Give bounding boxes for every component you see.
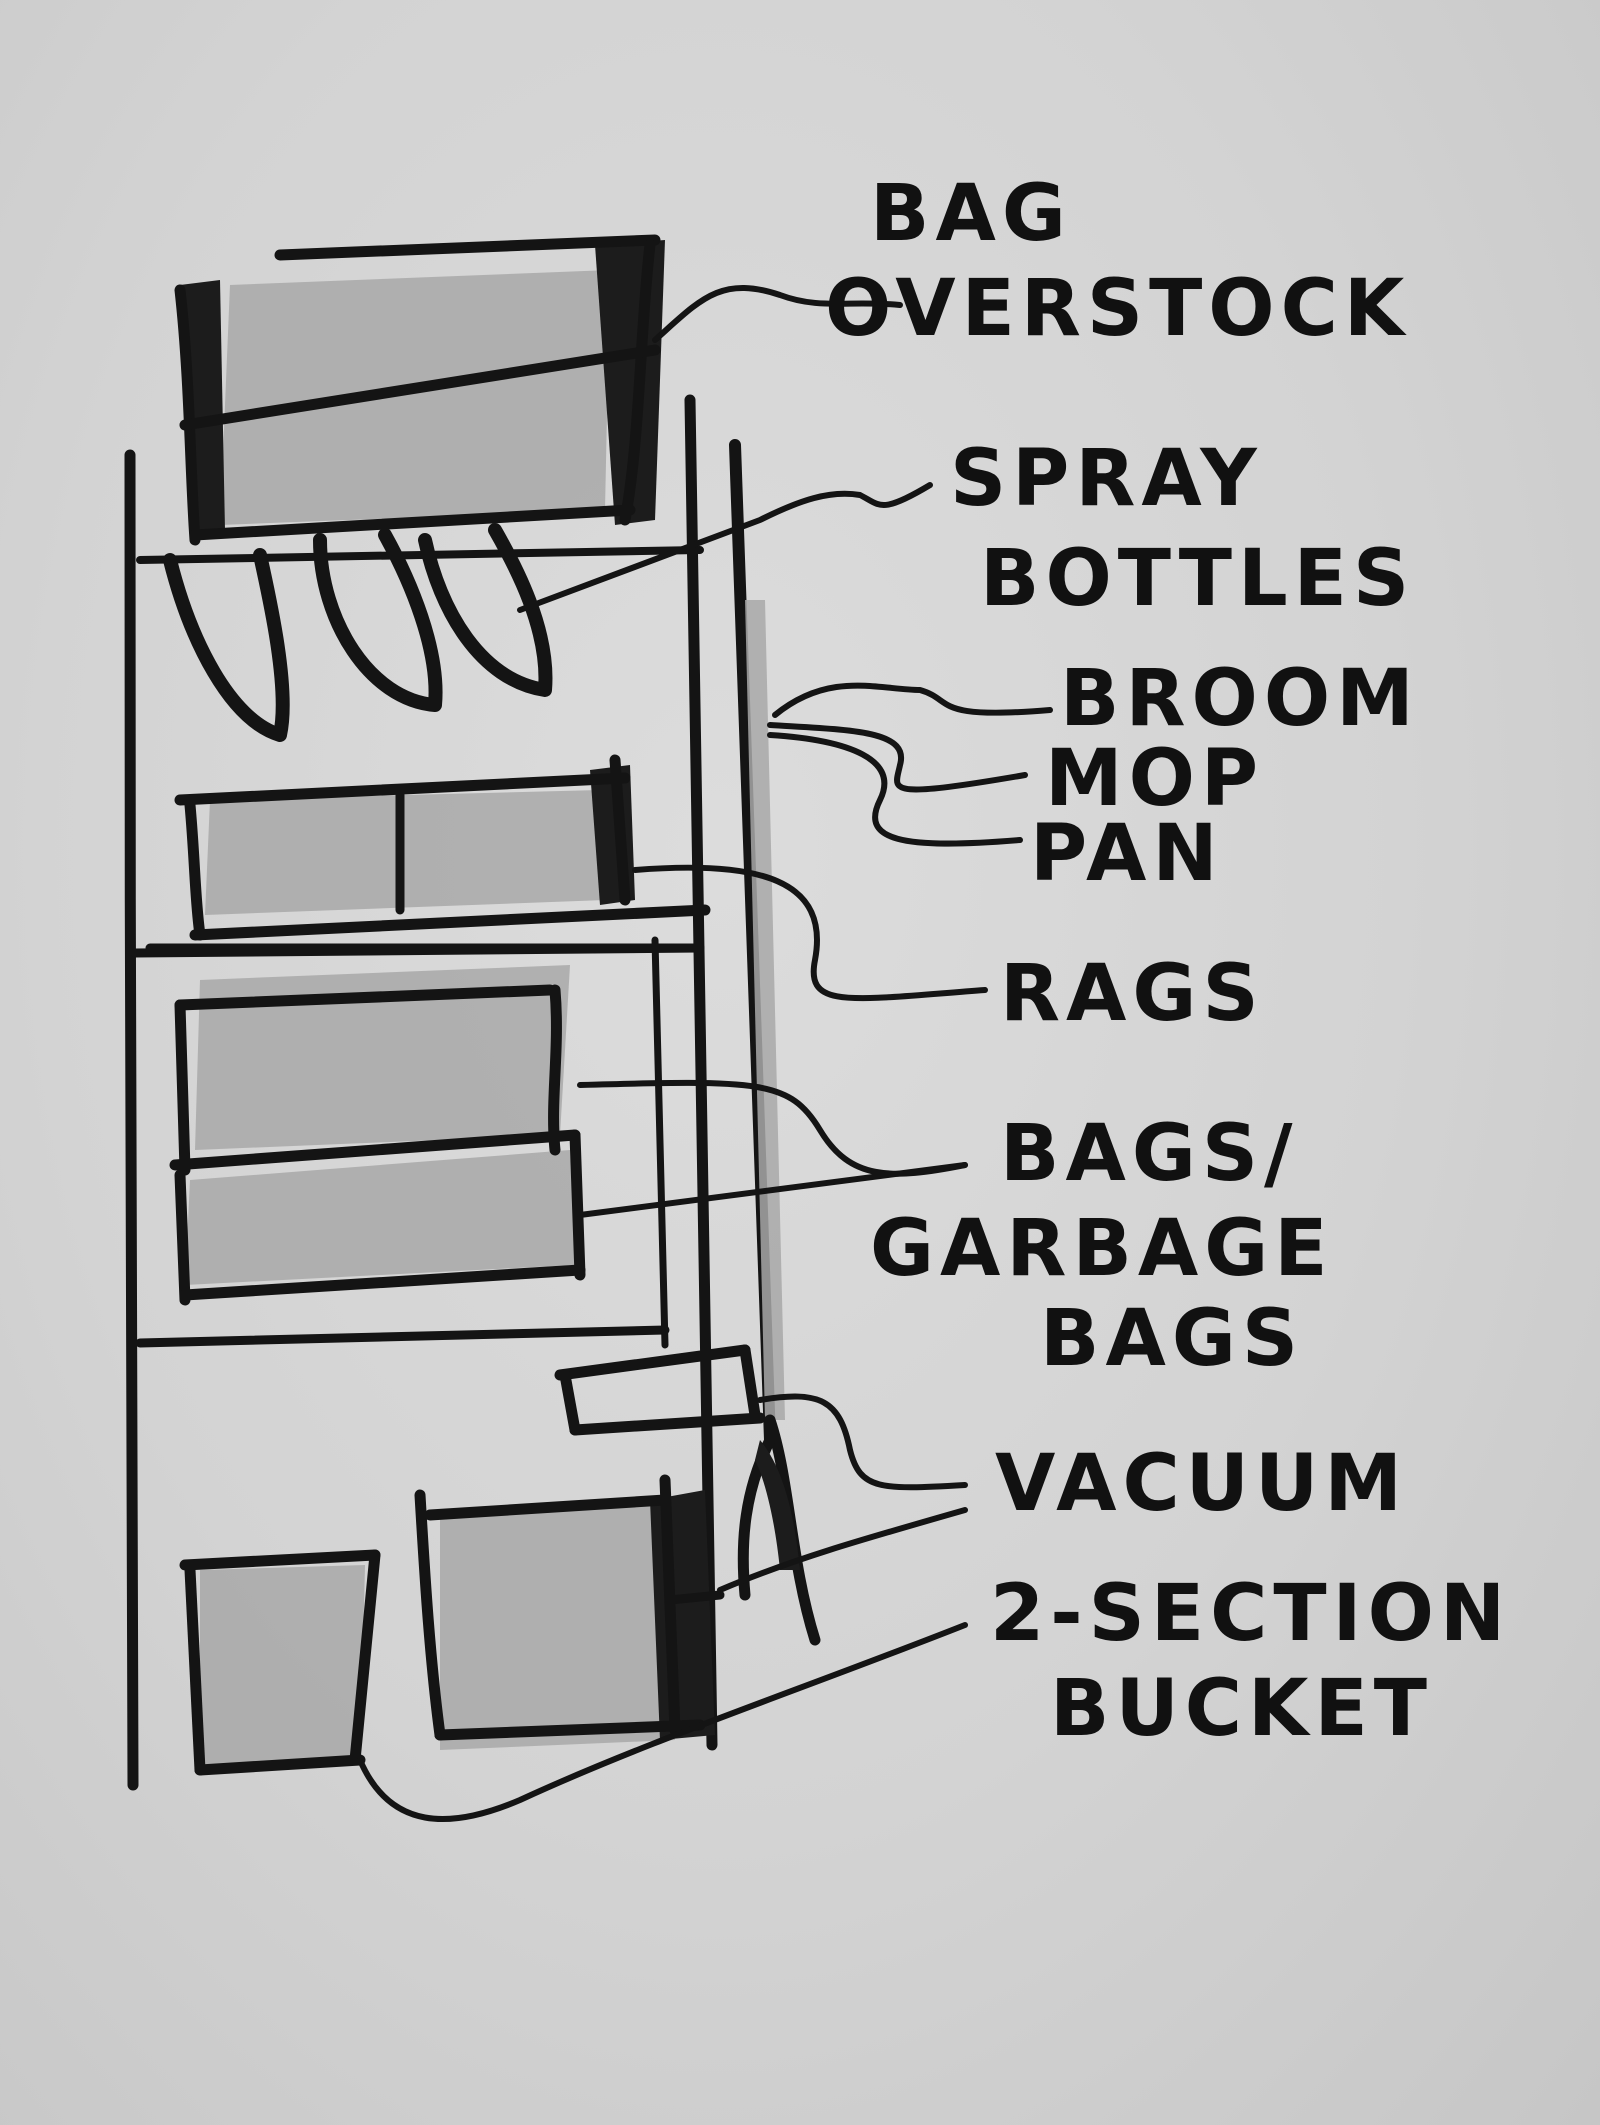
- broom-mop-handles: [729, 439, 785, 1446]
- label-pan: PAN: [1030, 809, 1224, 899]
- label-2-section: 2-SECTION: [990, 1569, 1511, 1659]
- label-rags: RAGS: [1000, 949, 1265, 1039]
- spray-bottles-group: [136, 523, 704, 742]
- label-vacuum: VACUUM: [995, 1439, 1408, 1529]
- label-bag: BAG: [870, 169, 1072, 259]
- rags-bin: [174, 754, 711, 941]
- bag-overstock-bin: [174, 234, 665, 546]
- label-bags-2: BAGS: [1040, 1294, 1304, 1384]
- garbage-bags-bins: [169, 965, 586, 1306]
- labels-group: BAG OVERSTOCK SPRAY BOTTLES BROOM MOP PA…: [825, 169, 1511, 1754]
- vacuum: [554, 1344, 821, 1646]
- label-broom: BROOM: [1060, 654, 1420, 744]
- label-bottles: BOTTLES: [980, 534, 1415, 624]
- label-bucket: BUCKET: [1050, 1664, 1433, 1754]
- label-spray: SPRAY: [950, 434, 1263, 524]
- leader-lines: [357, 284, 1053, 1823]
- small-floor-bin: [179, 1549, 381, 1776]
- two-section-bucket: [414, 1474, 725, 1750]
- label-mop: MOP: [1045, 734, 1264, 824]
- label-bags: BAGS/: [1000, 1109, 1299, 1199]
- label-garbage: GARBAGE: [870, 1204, 1334, 1294]
- label-overstock: OVERSTOCK: [825, 264, 1410, 354]
